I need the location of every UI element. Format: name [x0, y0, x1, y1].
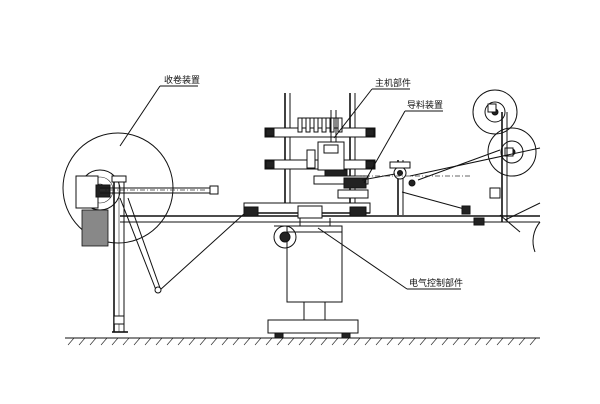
ground-hatch-mark — [386, 337, 394, 346]
ground-hatch-mark — [496, 337, 504, 346]
winder-callout: 收卷装置 — [119, 74, 200, 147]
electrical-cabinet — [286, 225, 343, 303]
ground-hatch-mark — [298, 337, 306, 346]
ground-hatch-mark — [155, 337, 163, 346]
punch-pin — [297, 117, 303, 133]
ground-hatch-mark — [265, 337, 273, 346]
unwind-reel-upper — [472, 89, 518, 135]
electrical-label: 电气控制部件 — [409, 277, 463, 289]
guide-assembly — [355, 160, 470, 215]
ground-hatch-mark — [122, 337, 130, 346]
winder-motor — [81, 209, 109, 247]
ground-hatch-mark — [485, 337, 493, 346]
ground-hatch-mark — [166, 337, 174, 346]
ground-hatch-mark — [463, 337, 471, 346]
ground-hatch-mark — [232, 337, 240, 346]
machine-base — [267, 319, 359, 334]
ground-hatch-mark — [331, 337, 339, 346]
unwind-reel-lower — [487, 127, 537, 177]
ground-hatch-mark — [89, 337, 97, 346]
punch-pin — [313, 117, 319, 133]
ground-hatch-mark — [144, 337, 152, 346]
ground-hatch-mark — [375, 337, 383, 346]
winder-unit — [62, 132, 246, 333]
ground-hatch-mark — [199, 337, 207, 346]
punch-pin — [321, 117, 327, 133]
ground-hatch-mark — [210, 337, 218, 346]
ground-hatch-mark — [353, 337, 361, 346]
unwind-unit — [401, 89, 541, 253]
ground-hatch-mark — [441, 337, 449, 346]
ground-hatch-mark — [474, 337, 482, 346]
ground-hatch-mark — [518, 337, 526, 346]
upper-crossbar — [264, 127, 376, 138]
ground-hatch-mark — [397, 337, 405, 346]
guide-callout: 导料装置 — [363, 99, 443, 184]
ground-hatch-mark — [254, 337, 262, 346]
ground-hatch-mark — [67, 337, 75, 346]
ground-hatch-mark — [111, 337, 119, 346]
ground-hatch-mark — [276, 337, 284, 346]
ground-hatch-mark — [507, 337, 515, 346]
ground-hatch-mark — [408, 337, 416, 346]
main-unit-callout: 主机部件 — [333, 77, 411, 139]
ground-hatch-mark — [342, 337, 350, 346]
electrical-callout: 电气控制部件 — [317, 227, 463, 290]
ground-hatch-mark — [287, 337, 295, 346]
ground-hatch-mark — [221, 337, 229, 346]
ground-hatch-mark — [133, 337, 141, 346]
ground-hatch-mark — [100, 337, 108, 346]
main-machine — [243, 93, 376, 339]
punch-pin — [305, 117, 311, 133]
ground-hatch-mark — [320, 337, 328, 346]
ground-line — [65, 337, 540, 346]
ground-hatch-mark — [430, 337, 438, 346]
ground-hatch-mark — [452, 337, 460, 346]
main-unit-label: 主机部件 — [375, 77, 411, 89]
guide-label: 导料装置 — [407, 99, 443, 111]
ground-hatch-mark — [177, 337, 185, 346]
ground-hatch-mark — [309, 337, 317, 346]
ground-hatch-mark — [529, 337, 537, 346]
ground-hatch-mark — [419, 337, 427, 346]
ground-hatch-mark — [188, 337, 196, 346]
ground-hatch-mark — [243, 337, 251, 346]
ground-hatch-mark — [78, 337, 86, 346]
winder-label: 收卷装置 — [164, 74, 200, 86]
ground-hatch-mark — [364, 337, 372, 346]
